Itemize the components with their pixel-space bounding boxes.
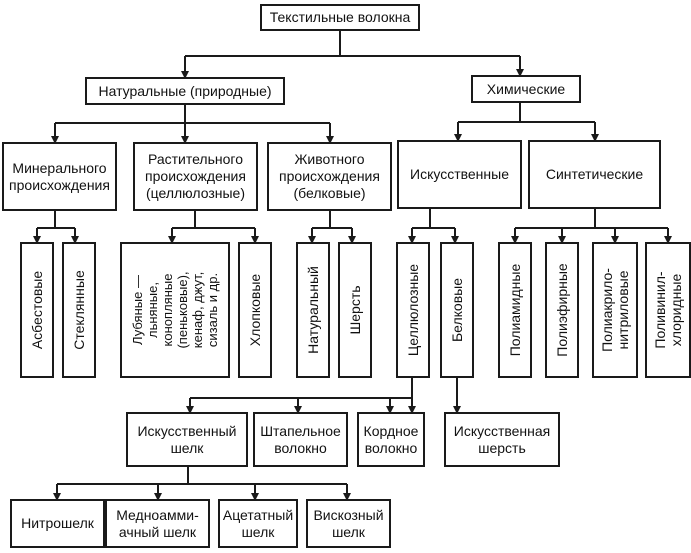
animal-box: Животного происхождения (белковые) (267, 142, 392, 211)
synthetic-box: Синтетические (528, 140, 661, 209)
protein-box: Белковые (440, 242, 474, 378)
viscose-box: Вискозный шелк (306, 499, 391, 548)
cuprammonium-label: Медноамми- ачный шелк (116, 506, 199, 540)
nitrosilk-box: Нитрошелк (10, 499, 105, 548)
artificial-wool-box: Искусственная шерсть (444, 412, 560, 467)
wool-label: Шерсть (347, 285, 363, 335)
polyvinylchloride-label: Поливинил- хлоридные (652, 271, 684, 349)
glass-box: Стеклянные (62, 242, 96, 378)
wool-box: Шерсть (338, 242, 372, 378)
protein-label: Белковые (449, 277, 465, 343)
bast-label: Лубяные — льняные, конопляные (пеньковые… (130, 271, 220, 349)
artificial-box: Искусственные (397, 140, 522, 209)
natural-label: Натуральные (природные) (98, 82, 272, 99)
polyvinylchloride-box: Поливинил- хлоридные (645, 242, 691, 378)
root-label: Текстильные волокна (269, 9, 411, 25)
glass-label: Стеклянные (71, 270, 87, 350)
polyacrylonitrile-box: Полиакрило- нитриловые (592, 242, 638, 378)
artificial-silk-box: Искусственный шелк (126, 412, 248, 467)
plant-label: Растительного происхождения (целлюлозные… (145, 151, 246, 201)
natural-silk-label: Натуральный (305, 266, 321, 354)
acetate-box: Ацетатный шелк (218, 499, 298, 548)
natural-silk-box: Натуральный (296, 242, 330, 378)
staple-box: Штапельное волокно (253, 412, 348, 467)
polyester-label: Полиэфирные (554, 263, 570, 357)
cuprammonium-box: Медноамми- ачный шелк (105, 499, 210, 548)
artificial-wool-label: Искусственная шерсть (453, 422, 551, 456)
artificial-silk-label: Искусственный шелк (137, 422, 237, 456)
polyacrylonitrile-label: Полиакрило- нитриловые (599, 268, 631, 352)
chemical-box: Химические (471, 75, 581, 103)
artificial-label: Искусственные (410, 166, 509, 182)
polyester-box: Полиэфирные (545, 242, 579, 378)
synthetic-label: Синтетические (545, 166, 644, 182)
mineral-box: Минерального происхождения (2, 142, 117, 211)
natural-box: Натуральные (природные) (85, 77, 285, 105)
nitrosilk-label: Нитрошелк (21, 515, 94, 531)
plant-box: Растительного происхождения (целлюлозные… (133, 142, 258, 211)
chemical-label: Химические (486, 80, 566, 97)
asbestos-label: Асбестовые (29, 270, 45, 350)
bast-box: Лубяные — льняные, конопляные (пеньковые… (120, 242, 230, 378)
polyamide-box: Полиамидные (498, 242, 532, 378)
viscose-label: Вискозный шелк (313, 506, 384, 540)
mineral-label: Минерального происхождения (9, 159, 110, 193)
staple-label: Штапельное волокно (260, 422, 341, 456)
cellulose-label: Целлюлозные (405, 263, 421, 357)
cellulose-box: Целлюлозные (396, 242, 430, 378)
cotton-box: Хлопковые (238, 242, 272, 378)
polyamide-label: Полиамидные (507, 263, 523, 357)
cotton-label: Хлопковые (247, 273, 263, 347)
acetate-label: Ацетатный шелк (222, 506, 294, 540)
cord-label: Кордное волокно (363, 422, 419, 456)
root-box: Текстильные волокна (260, 4, 420, 31)
animal-label: Животного происхождения (белковые) (279, 151, 380, 201)
cord-box: Кордное волокно (357, 412, 425, 467)
asbestos-box: Асбестовые (20, 242, 54, 378)
